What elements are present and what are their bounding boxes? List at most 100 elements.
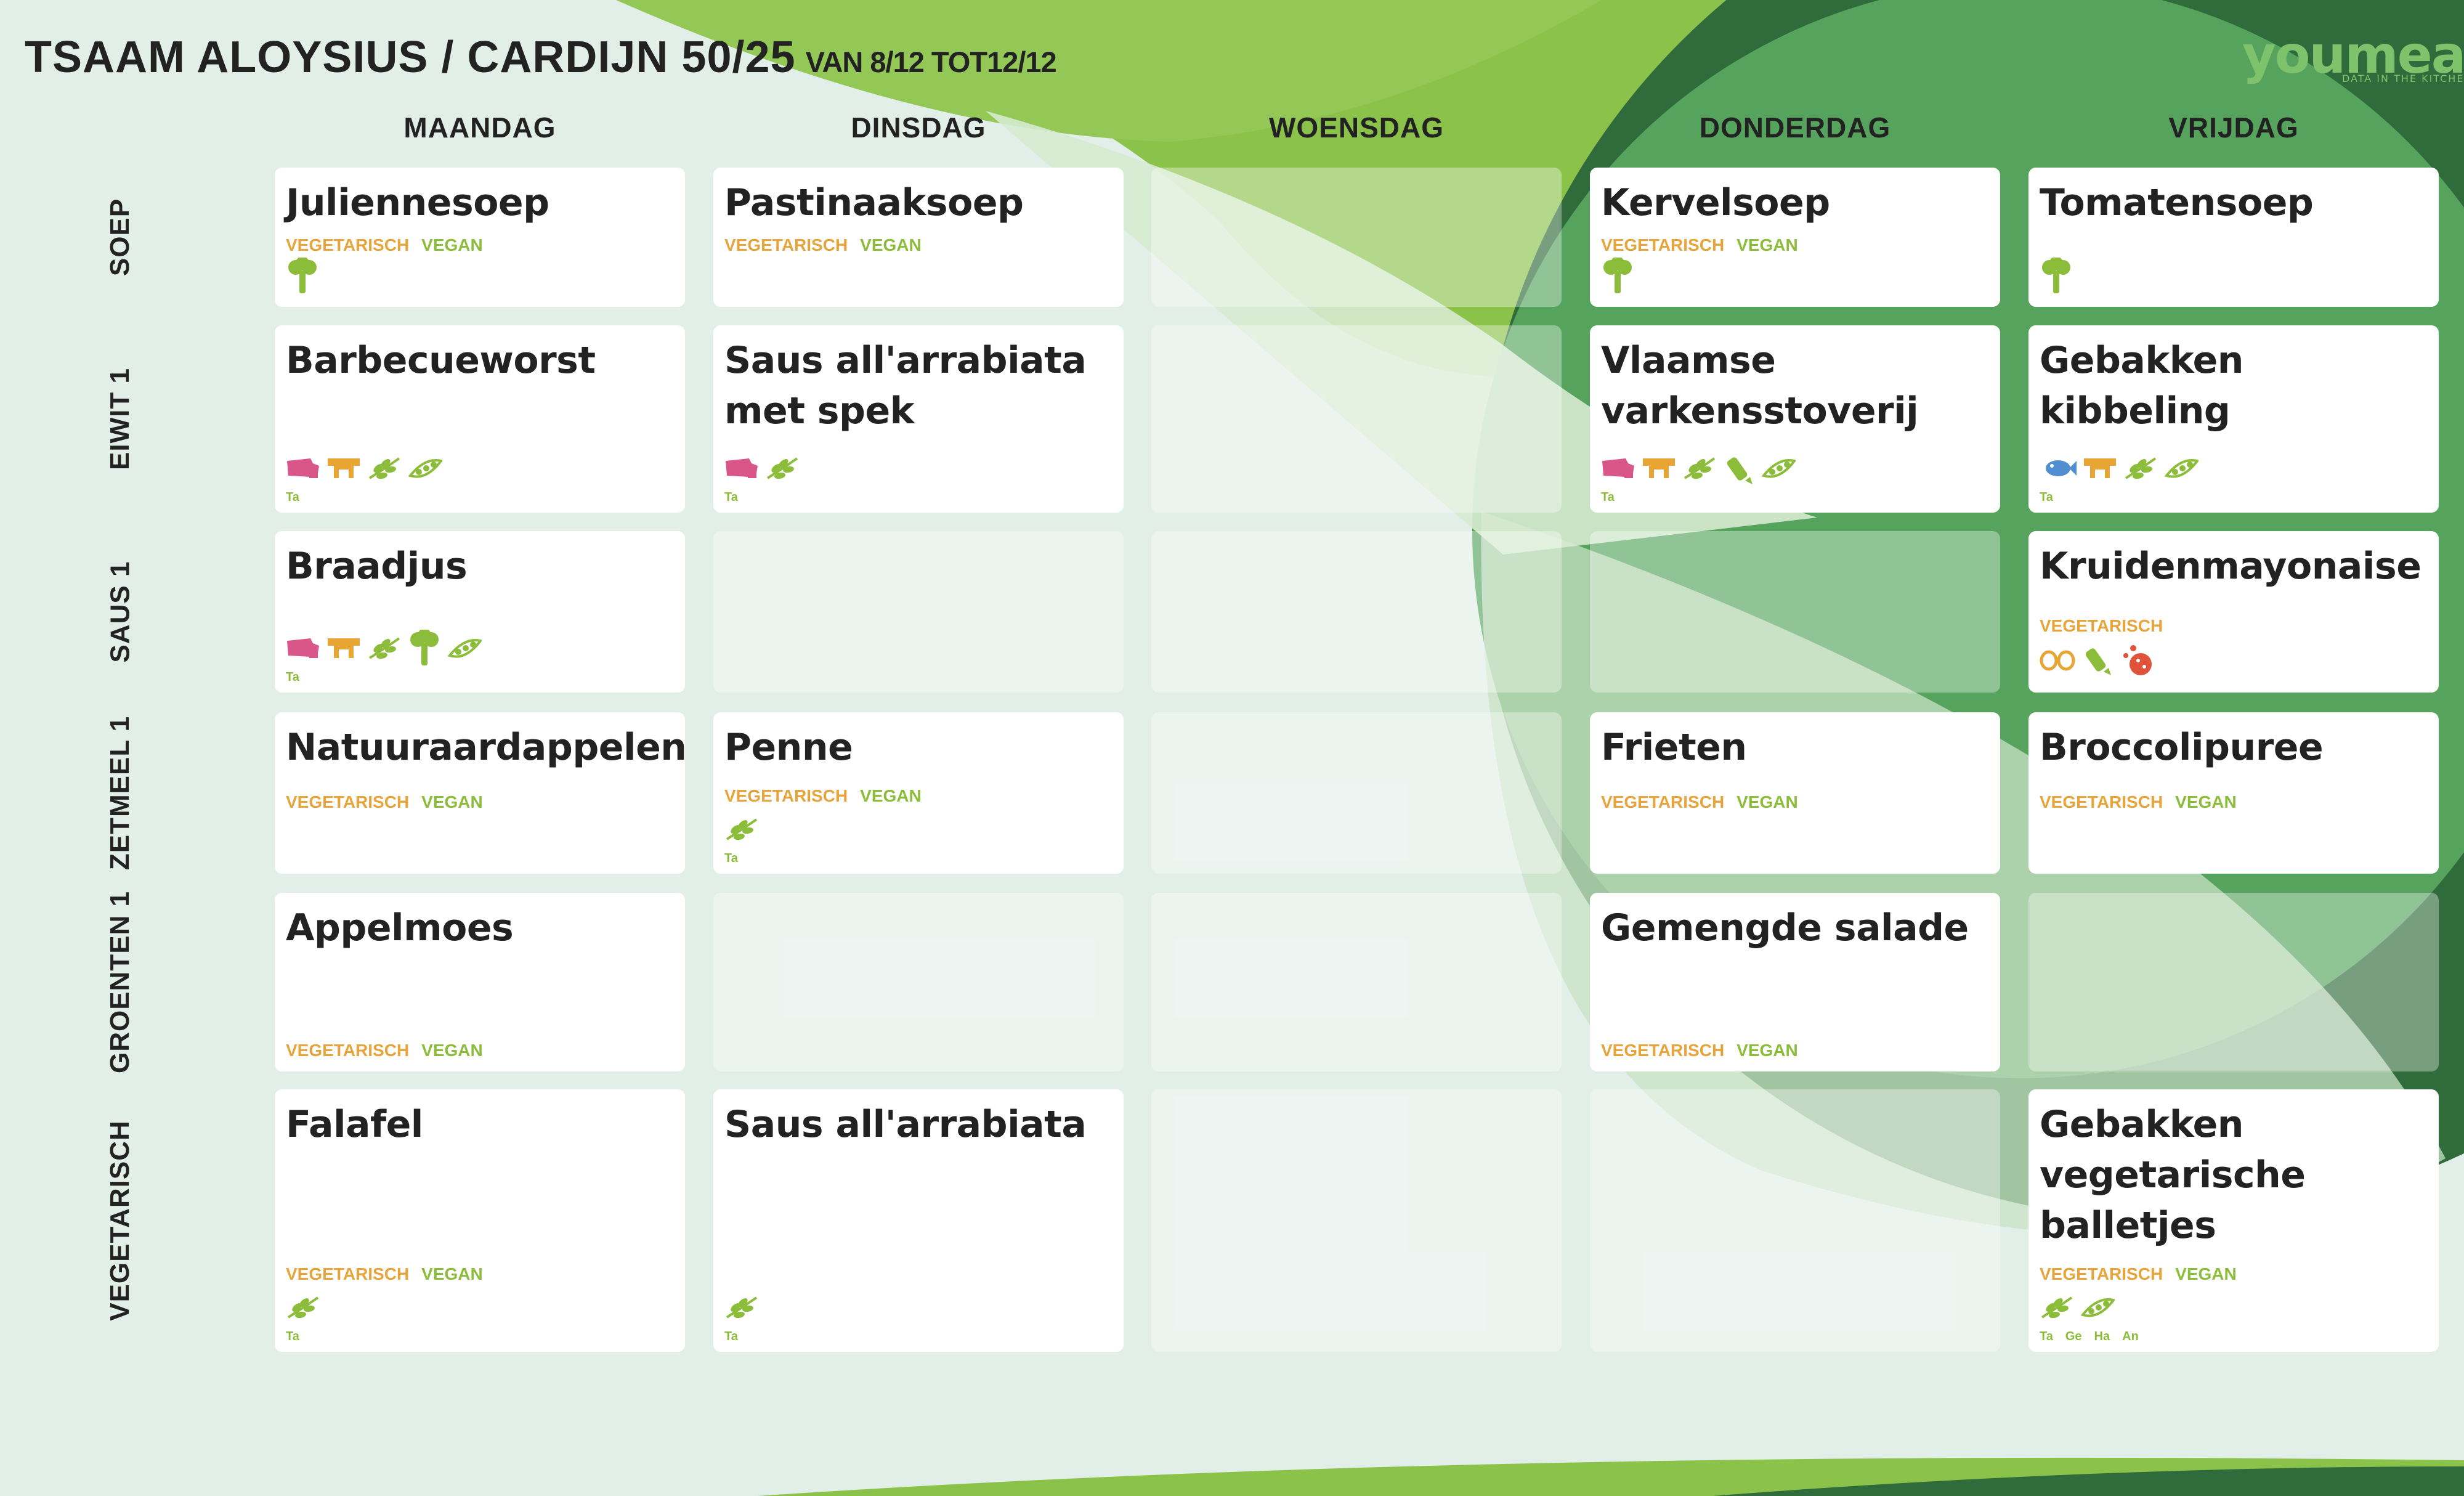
dish-name: Tomatensoep [2040, 181, 2314, 224]
tag-vegetarisch: VEGETARISCH [286, 235, 410, 254]
empty-cell [713, 531, 1124, 693]
row-label-zetmeel-1: ZETMEEL 1 [92, 712, 148, 874]
allergen-icons [724, 810, 759, 849]
mustard-icon [1723, 451, 1755, 486]
tag-vegetarisch: VEGETARISCH [724, 786, 848, 805]
egg-icon [2040, 647, 2075, 672]
row-label-text: EIWIT 1 [105, 368, 135, 470]
soy-icon [408, 455, 442, 482]
empty-cell [1151, 1089, 1562, 1352]
trace-code: An [2122, 1330, 2139, 1343]
allergen-icons [286, 256, 319, 296]
logo-wordmark: youmeal [2242, 25, 2464, 85]
date-range: VAN 8/12 TOT12/12 [805, 46, 1057, 78]
gluten-icon [367, 455, 402, 482]
tag-vegan: VEGAN [421, 792, 483, 811]
tag-vegan: VEGAN [421, 235, 483, 254]
page-title: TSAAM ALOYSIUS / CARDIJN 50/25 VAN 8/12 T… [25, 32, 1057, 83]
allergen-icons [286, 628, 482, 668]
gluten-icon [2040, 1294, 2074, 1321]
trace-code: Ta [1601, 490, 1615, 504]
dish-name: Kruidenmayonaise [2040, 545, 2421, 588]
soy-icon [447, 635, 482, 662]
day-header-woensdag: WOENSDAG [1269, 112, 1444, 144]
gluten-icon [724, 1294, 759, 1321]
trace-codes: Ta [2040, 490, 2065, 505]
tag-vegetarisch: VEGETARISCH [1601, 1041, 1725, 1060]
empty-cell [2028, 893, 2439, 1071]
gluten-icon [765, 455, 800, 482]
empty-cell [1151, 325, 1562, 513]
row-label-text: SAUS 1 [105, 561, 136, 663]
day-header-dinsdag: DINSDAG [851, 112, 986, 144]
dish-name: Falafel [286, 1103, 423, 1146]
dish-name: Appelmoes [286, 906, 514, 949]
pork-icon [286, 455, 320, 482]
empty-cell [1151, 893, 1562, 1071]
allergen-icons [2040, 256, 2073, 296]
allergen-icons [286, 449, 442, 488]
allergen-icons [1601, 256, 1634, 296]
gluten-icon [724, 816, 759, 843]
trace-codes: Ta [1601, 490, 1627, 505]
fish-icon [2040, 455, 2077, 482]
tag-vegan: VEGAN [860, 235, 922, 254]
milk-icon [326, 635, 361, 662]
dish-name: Gebakken kibbeling [2040, 339, 2243, 433]
dish-name: Gebakken vegetarische balletjes [2040, 1103, 2306, 1247]
tag-vegan: VEGAN [860, 786, 922, 805]
row-label-text: VEGETARISCH [105, 1120, 135, 1321]
empty-cell [1151, 712, 1562, 874]
celery-icon [408, 630, 441, 667]
dish-name: Vlaamse varkensstoverij [1601, 339, 1919, 433]
empty-cell [1151, 168, 1562, 307]
dish-name: Broccolipuree [2040, 726, 2324, 769]
dish-name: Saus all'arrabiata [724, 1103, 1087, 1146]
diet-tags: VEGETARISCH VEGAN [724, 786, 922, 806]
row-label-soep: SOEP [92, 168, 148, 307]
trace-code: Ta [286, 490, 299, 504]
dish-name: Juliennesoep [286, 181, 549, 224]
bg-top-light-band [616, 0, 1602, 142]
allergen-icons [2040, 1288, 2115, 1327]
dish-name: Braadjus [286, 545, 468, 588]
bg-bottom-dark-strip [1712, 1466, 2464, 1496]
row-label-vegetarisch: VEGETARISCH [92, 1089, 148, 1352]
allergen-icons [724, 1288, 759, 1327]
pork-icon [286, 635, 320, 662]
title-text: TSAAM ALOYSIUS / CARDIJN 50/25 [25, 33, 796, 82]
trace-code: Ta [724, 852, 738, 865]
diet-tags: VEGETARISCH VEGAN [286, 235, 483, 255]
allergen-icons [2040, 640, 2154, 679]
trace-codes: Ta [286, 1330, 312, 1344]
tag-vegetarisch: VEGETARISCH [2040, 1264, 2163, 1283]
tag-vegetarisch: VEGETARISCH [724, 235, 848, 254]
row-label-groenten-1: GROENTEN 1 [92, 891, 148, 1073]
allergen-icons [286, 1288, 320, 1327]
celery-icon [286, 258, 319, 295]
trace-code: Ta [286, 670, 299, 684]
pork-icon [724, 455, 759, 482]
diet-tags: VEGETARISCH VEGAN [724, 235, 922, 255]
tag-vegan: VEGAN [1737, 235, 1798, 254]
youmeal-logo: youmeal DATA IN THE KITCHEN [2242, 25, 2464, 99]
trace-code: Ta [724, 490, 738, 504]
mustard-icon [2081, 642, 2113, 677]
milk-icon [2083, 455, 2117, 482]
sesame-icon [2120, 642, 2154, 677]
milk-icon [1642, 455, 1676, 482]
gluten-icon [1682, 455, 1717, 482]
dish-name: Saus all'arrabiata met spek [724, 339, 1087, 433]
